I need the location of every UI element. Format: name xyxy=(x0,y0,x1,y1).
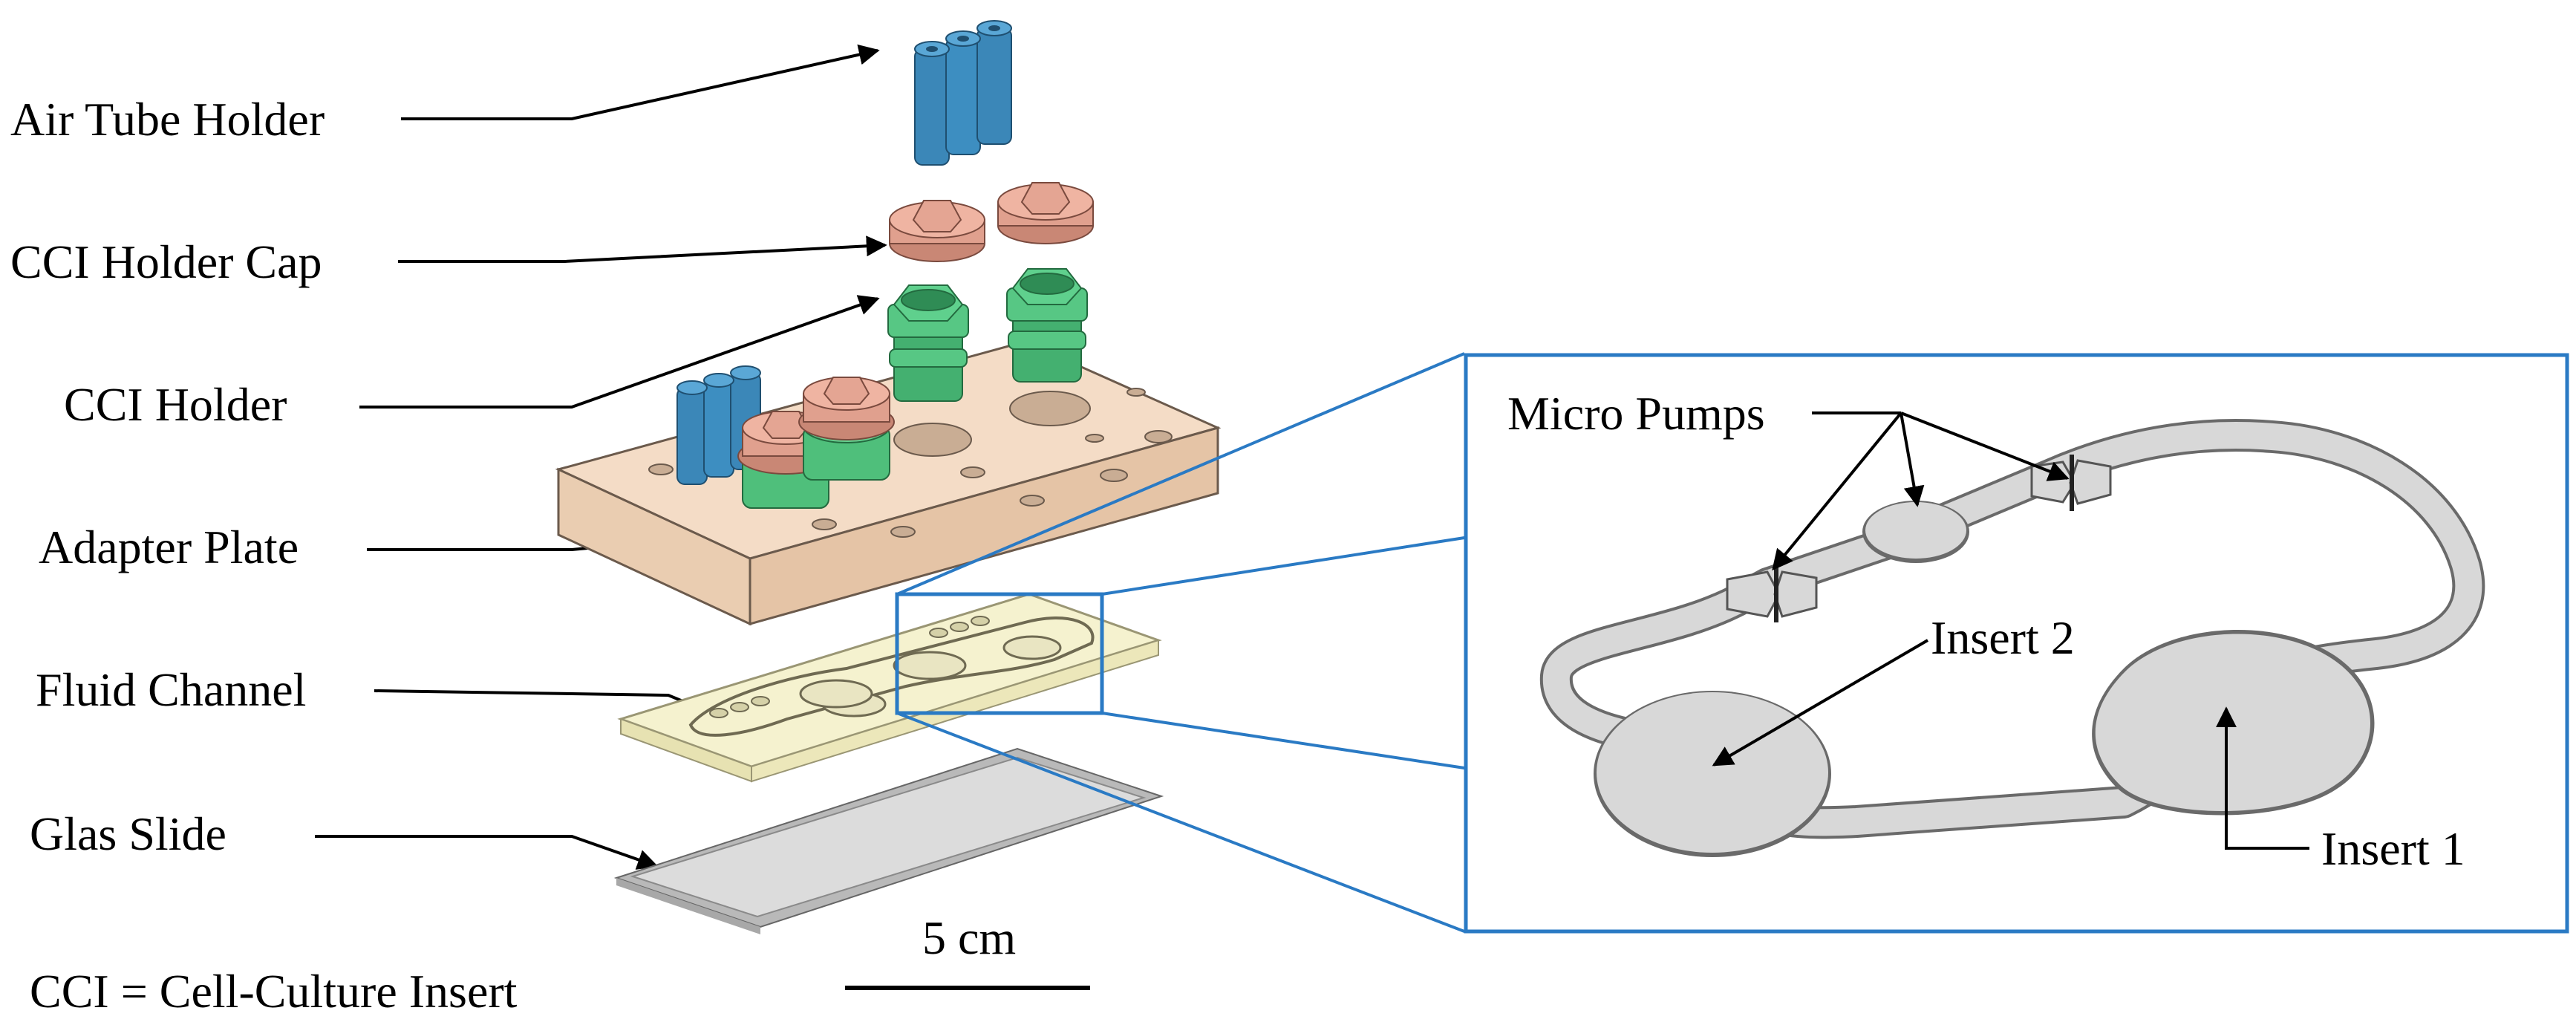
label-air-tube-holder: Air Tube Holder xyxy=(10,93,325,146)
label-insert-2: Insert 2 xyxy=(1931,611,2075,664)
cci-holder-exploded-2 xyxy=(1006,268,1088,383)
leader-insert-1 xyxy=(2216,706,2309,850)
label-cci-holder: CCI Holder xyxy=(64,378,287,431)
leader-insert-2 xyxy=(1712,639,1929,767)
label-adapter-plate: Adapter Plate xyxy=(39,521,299,573)
scale-bar-label: 5 cm xyxy=(922,911,1016,964)
label-abbreviation: CCI = Cell-Culture Insert xyxy=(30,965,518,1018)
leader-micro-pumps-2 xyxy=(1900,412,1925,507)
leader-micro-pumps-1 xyxy=(1772,411,1902,571)
label-cci-holder-cap: CCI Holder Cap xyxy=(10,235,322,288)
leader-cci-holder-cap xyxy=(398,235,887,263)
leader-glas-slide xyxy=(315,835,659,870)
pump-valve-left xyxy=(1726,566,1818,622)
label-fluid-channel: Fluid Channel xyxy=(36,663,306,716)
label-glas-slide: Glas Slide xyxy=(30,807,226,860)
zoom-connector-lines xyxy=(896,352,1465,933)
cci-holder-cap-exploded-2 xyxy=(997,182,1094,244)
leader-cci-holder xyxy=(359,295,880,409)
leader-micro-pumps-3 xyxy=(1900,411,2070,481)
label-micro-pumps: Micro Pumps xyxy=(1507,387,1765,440)
air-tube-holder-exploded xyxy=(914,20,1012,166)
cci-holder-cap-seated-2 xyxy=(798,377,895,440)
zoom-selection-box xyxy=(895,592,1104,715)
adapter-plate xyxy=(555,340,1222,626)
cci-holder-cap-exploded-1 xyxy=(889,200,985,262)
leader-air-tube-holder xyxy=(401,44,880,120)
label-insert-1: Insert 1 xyxy=(2321,822,2465,875)
air-tube-holder-seated xyxy=(676,365,761,485)
cci-holder-exploded-1 xyxy=(887,284,969,402)
fluid-channel-plate xyxy=(617,593,1162,783)
glass-slide xyxy=(613,747,1164,934)
